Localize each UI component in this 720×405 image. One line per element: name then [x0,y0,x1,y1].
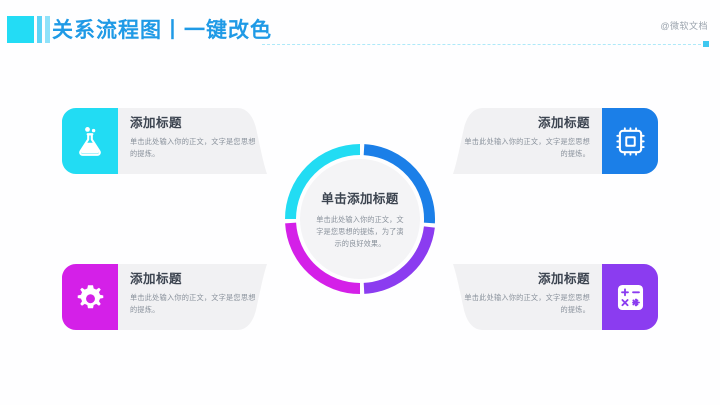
calculator-icon [602,264,658,330]
card-body: 单击此处输入你的正文，文字是您思想的提炼。 [130,136,256,158]
header-divider-endpoint [703,41,709,47]
center-ring-chart [285,144,435,294]
card-title: 添加标题 [537,116,590,130]
ring-segment-blue [363,144,435,224]
card-title: 添加标题 [537,272,590,286]
card-text-bottom-right: 添加标题 单击此处输入你的正文，文字是您思想的提炼。 [462,272,590,316]
card-text-bottom-left: 添加标题 单击此处输入你的正文，文字是您思想的提炼。 [130,272,258,316]
card-body: 单击此处输入你的正文，文字是您思想的提炼。 [464,292,590,314]
card-body: 单击此处输入你的正文，文字是您思想的提炼。 [130,292,256,314]
card-bottom-left[interactable]: 添加标题 单击此处输入你的正文，文字是您思想的提炼。 [62,264,267,330]
card-top-left[interactable]: 添加标题 单击此处输入你的正文，文字是您思想的提炼。 [62,108,267,174]
ring-segment-cyan [285,144,361,220]
card-top-right[interactable]: 添加标题 单击此处输入你的正文，文字是您思想的提炼。 [453,108,658,174]
gear-icon [62,264,118,330]
page-title: 关系流程图丨一键改色 [52,19,272,42]
header-bar-secondary [37,16,42,43]
card-title: 添加标题 [130,272,183,286]
center-content: 单击添加标题 单击此处输入你的正文，文字是您思想的提炼，为了演示的良好效果。 [300,159,420,279]
card-title: 添加标题 [130,116,183,130]
header-divider [262,44,706,45]
card-text-top-right: 添加标题 单击此处输入你的正文，文字是您思想的提炼。 [462,116,590,160]
ring-segment-magenta [285,222,361,294]
card-text-top-left: 添加标题 单击此处输入你的正文，文字是您思想的提炼。 [130,116,258,160]
cpu-chip-icon [602,108,658,174]
brand-watermark: @微软文档 [660,21,708,31]
header-accent-bars [7,16,50,43]
card-bottom-right[interactable]: 添加标题 单击此处输入你的正文，文字是您思想的提炼。 [453,264,658,330]
center-hub[interactable]: 单击添加标题 单击此处输入你的正文，文字是您思想的提炼，为了演示的良好效果。 [282,141,438,297]
slide-header: 关系流程图丨一键改色 @微软文档 [0,0,720,52]
center-body: 单击此处输入你的正文，文字是您思想的提炼，为了演示的良好效果。 [316,214,404,249]
header-bar-primary [7,16,34,43]
card-background-shape [62,108,267,174]
card-body: 单击此处输入你的正文，文字是您思想的提炼。 [464,136,590,158]
ring-segment-purple [363,226,435,294]
header-bar-tertiary [45,16,50,43]
center-title: 单击添加标题 [321,191,399,206]
flask-icon [62,108,118,174]
